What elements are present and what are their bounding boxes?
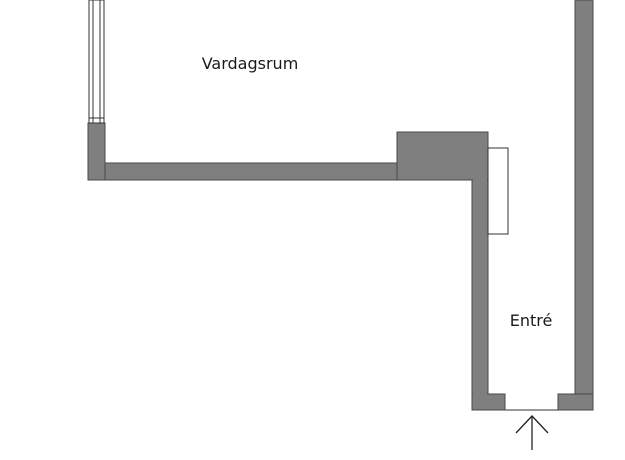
arrow-up-icon — [515, 415, 549, 450]
walls — [87, 0, 594, 411]
window-icon — [88, 0, 105, 124]
wall-right — [574, 0, 594, 411]
room-label-living-room: Vardagsrum — [202, 54, 299, 73]
wardrobe-icon — [487, 147, 509, 235]
room-label-entrance: Entré — [510, 311, 553, 330]
